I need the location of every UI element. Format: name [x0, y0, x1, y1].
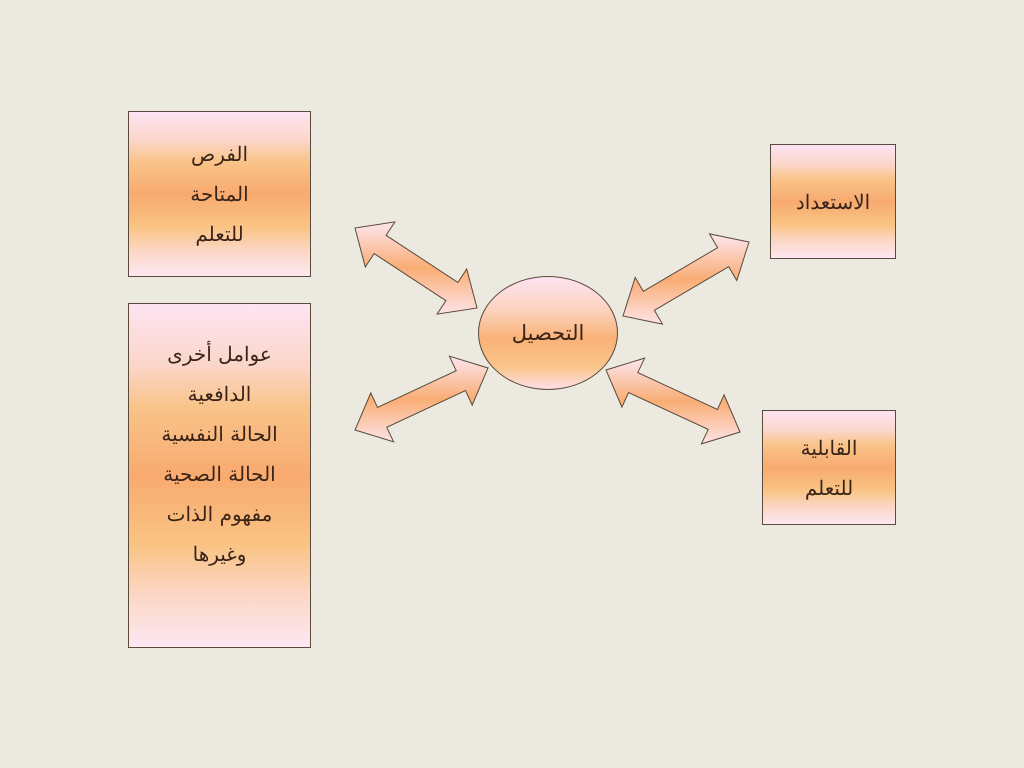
- box-line: وغيرها: [192, 542, 247, 566]
- double-arrow-bottom-left: [354, 355, 489, 443]
- box-line: الحالة النفسية: [161, 422, 278, 446]
- double-arrow-top-left: [354, 221, 478, 315]
- double-arrow-top-right: [622, 233, 750, 325]
- box-line: عوامل أخرى: [167, 342, 272, 366]
- opportunities-box: الفرص المتاحة للتعلم: [128, 111, 311, 277]
- achievement-ellipse: التحصيل: [478, 276, 618, 390]
- readiness-box: الاستعداد: [770, 144, 896, 259]
- box-line: المتاحة: [190, 182, 249, 206]
- box-line: للتعلم: [195, 222, 244, 246]
- aptitude-box: القابلية للتعلم: [762, 410, 896, 525]
- box-line: الاستعداد: [795, 189, 871, 214]
- double-arrow-bottom-right: [605, 357, 741, 445]
- other-factors-box: عوامل أخرى الدافعية الحالة النفسية الحال…: [128, 303, 311, 648]
- achievement-label: التحصيل: [511, 321, 585, 345]
- box-line: للتعلم: [804, 475, 854, 500]
- box-line: الفرص: [191, 142, 248, 166]
- box-line: الدافعية: [187, 382, 252, 406]
- box-line: مفهوم الذات: [166, 502, 273, 526]
- box-line: الحالة الصحية: [163, 462, 276, 486]
- box-line: القابلية: [800, 435, 858, 460]
